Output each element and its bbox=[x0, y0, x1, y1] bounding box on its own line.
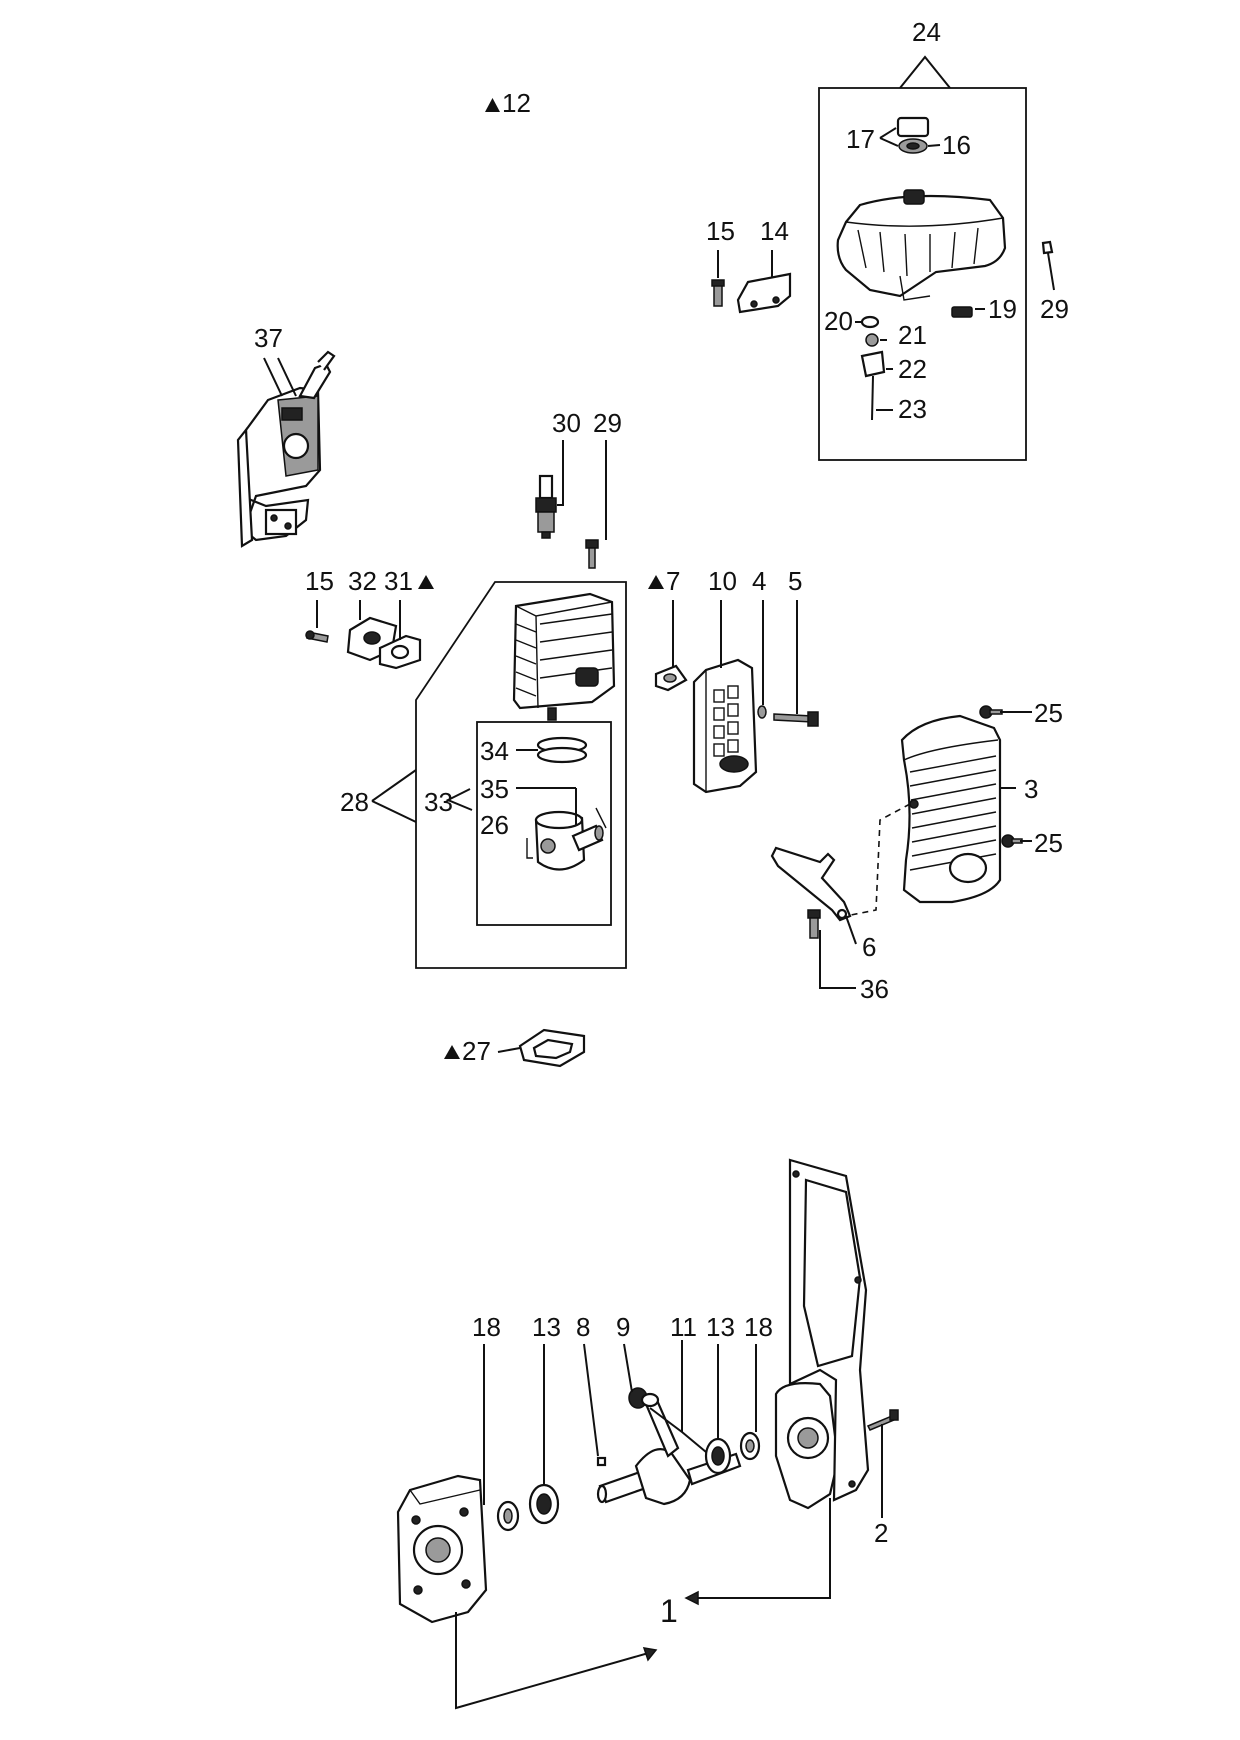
label-8: 8 bbox=[576, 1312, 590, 1342]
triangle-icon bbox=[485, 98, 500, 112]
crankshaft bbox=[596, 1392, 742, 1506]
label-10: 10 bbox=[708, 566, 737, 596]
label-28: 28 bbox=[340, 787, 369, 817]
fuel-tank-group-box bbox=[818, 87, 1027, 461]
label-29-mid: 29 bbox=[593, 408, 622, 438]
piston bbox=[534, 810, 586, 871]
label-9: 9 bbox=[616, 1312, 630, 1342]
cylinder bbox=[512, 592, 616, 721]
piston-ring bbox=[536, 736, 588, 764]
screw-25-lower bbox=[1001, 834, 1023, 848]
fuel-cap bbox=[896, 116, 930, 154]
crankcase-right bbox=[774, 1158, 870, 1510]
label-29-right: 29 bbox=[1040, 294, 1069, 324]
label-15-top: 15 bbox=[706, 216, 735, 246]
triangle-icon bbox=[648, 575, 664, 589]
label-26: 26 bbox=[480, 810, 509, 840]
fuel-filter bbox=[951, 306, 973, 318]
cylinder-group-outline bbox=[415, 581, 627, 969]
label-12: 12 bbox=[502, 88, 531, 118]
label-24: 24 bbox=[912, 17, 941, 47]
bracket-14 bbox=[736, 272, 792, 314]
label-14: 14 bbox=[760, 216, 789, 246]
label-18-left: 18 bbox=[472, 1312, 501, 1342]
screw-25-upper bbox=[979, 705, 1003, 719]
label-23: 23 bbox=[898, 394, 927, 424]
screw-36 bbox=[807, 909, 821, 939]
muffler-cover bbox=[900, 714, 1002, 904]
fuel-tank bbox=[836, 189, 1007, 301]
label-13-right: 13 bbox=[706, 1312, 735, 1342]
label-25-lower: 25 bbox=[1034, 828, 1063, 858]
label-19: 19 bbox=[988, 294, 1017, 324]
piston-pin bbox=[571, 824, 604, 852]
label-37: 37 bbox=[254, 323, 283, 353]
gasket-31 bbox=[378, 634, 422, 670]
label-2: 2 bbox=[874, 1518, 888, 1548]
label-27: 27 bbox=[462, 1036, 491, 1066]
screw-15-top bbox=[711, 279, 725, 307]
label-18-right: 18 bbox=[744, 1312, 773, 1342]
label-7: 7 bbox=[666, 566, 680, 596]
label-13-left: 13 bbox=[532, 1312, 561, 1342]
triangle-icon bbox=[418, 575, 434, 589]
carburetor bbox=[236, 350, 336, 548]
label-11: 11 bbox=[670, 1312, 697, 1342]
spark-plug bbox=[535, 474, 557, 539]
label-16: 16 bbox=[942, 130, 971, 160]
bearing-left bbox=[528, 1483, 560, 1525]
label-31: 31 bbox=[384, 566, 413, 596]
bolt-2 bbox=[866, 1409, 899, 1431]
label-22: 22 bbox=[898, 354, 927, 384]
cylinder-base-gasket bbox=[518, 1028, 586, 1068]
piston-sub-box bbox=[476, 721, 612, 926]
label-30: 30 bbox=[552, 408, 581, 438]
screw-15-mid bbox=[305, 630, 329, 643]
triangle-icon bbox=[444, 1045, 460, 1059]
label-25-upper: 25 bbox=[1034, 698, 1063, 728]
bracket-6 bbox=[770, 846, 852, 922]
crankcase-left bbox=[396, 1474, 488, 1624]
label-17: 17 bbox=[846, 124, 875, 154]
label-35: 35 bbox=[480, 774, 509, 804]
label-32: 32 bbox=[348, 566, 377, 596]
label-6: 6 bbox=[862, 932, 876, 962]
label-20: 20 bbox=[824, 306, 853, 336]
label-36: 36 bbox=[860, 974, 889, 1004]
bearing-right bbox=[704, 1437, 732, 1475]
label-4: 4 bbox=[752, 566, 766, 596]
screw-29-right bbox=[1041, 240, 1055, 291]
group-24-bracket bbox=[899, 55, 951, 89]
label-33: 33 bbox=[424, 787, 453, 817]
fuel-valve-line bbox=[860, 333, 886, 421]
label-1: 1 bbox=[660, 1593, 678, 1629]
screw-29-mid bbox=[585, 539, 599, 569]
woodruff-key bbox=[596, 1456, 607, 1467]
washer bbox=[860, 315, 880, 329]
muffler bbox=[692, 658, 758, 794]
oil-seal-right bbox=[739, 1431, 761, 1461]
gasket-7 bbox=[654, 664, 688, 692]
label-21: 21 bbox=[898, 320, 927, 350]
bolt-5 bbox=[773, 711, 819, 727]
label-5: 5 bbox=[788, 566, 802, 596]
washer-4 bbox=[757, 705, 767, 719]
label-3: 3 bbox=[1024, 774, 1038, 804]
label-34: 34 bbox=[480, 736, 509, 766]
label-15-mid: 15 bbox=[305, 566, 334, 596]
oil-seal-left bbox=[496, 1500, 520, 1532]
